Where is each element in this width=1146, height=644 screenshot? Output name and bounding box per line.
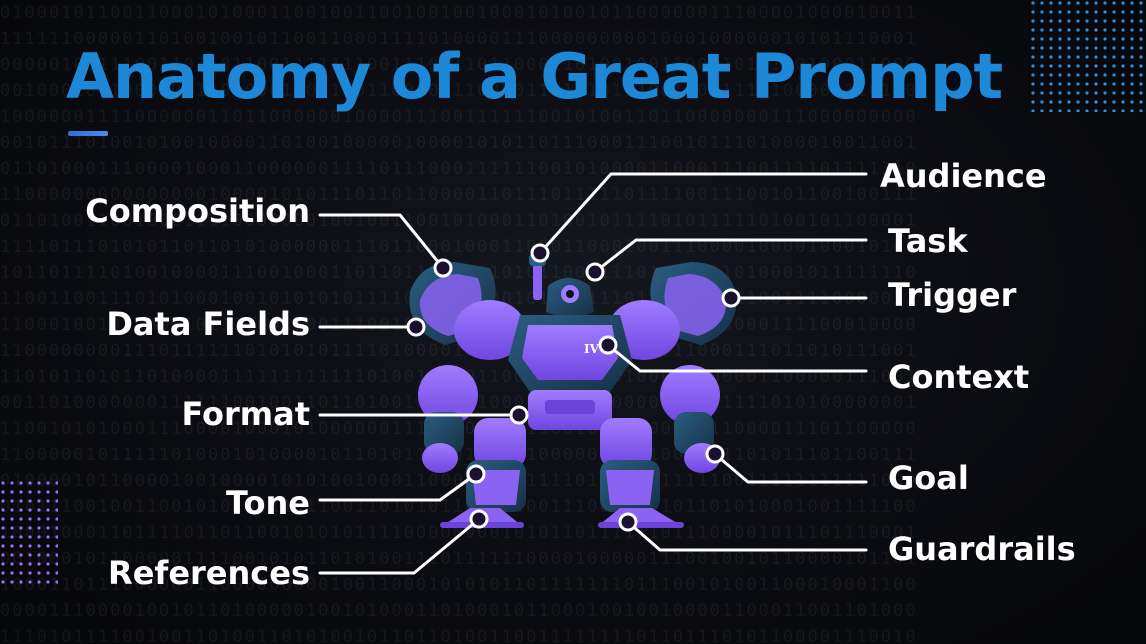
connector-composition: [318, 213, 445, 270]
title-underline: [68, 131, 108, 136]
node-composition: [433, 258, 453, 278]
slide-title: Anatomy of a Great Prompt: [66, 40, 1003, 113]
node-format: [509, 405, 529, 425]
node-trigger: [721, 288, 741, 308]
label-audience: Audience: [880, 157, 1047, 195]
right-upper-arm: [660, 365, 720, 425]
label-context: Context: [888, 358, 1030, 396]
label-tone: Tone: [225, 484, 310, 522]
node-audience: [530, 243, 550, 263]
connector-goal: [713, 452, 868, 484]
left-upper-arm: [418, 365, 478, 425]
antenna: [533, 262, 542, 300]
left-forearm: [424, 412, 464, 454]
connector-task: [593, 238, 868, 274]
connector-context: [606, 343, 868, 373]
label-guardrails: Guardrails: [888, 530, 1076, 568]
robot-illustration: IV: [409, 254, 737, 528]
node-tone: [466, 464, 486, 484]
chest-plate: [522, 325, 618, 380]
label-data-fields: Data Fields: [106, 305, 310, 343]
node-data-fields: [406, 317, 426, 337]
right-thigh: [600, 418, 652, 468]
connector-references: [318, 517, 481, 575]
label-task: Task: [888, 222, 968, 260]
label-composition: Composition: [85, 192, 310, 230]
left-shoulder-armor: [454, 300, 526, 360]
connector-tone: [318, 472, 478, 502]
connector-audience: [538, 172, 868, 255]
left-fist: [422, 443, 458, 473]
dot-grid-bottom-left: [0, 480, 58, 586]
dot-grid-top-right: [1030, 0, 1146, 112]
left-thigh: [474, 418, 526, 468]
node-task: [585, 262, 605, 282]
node-goal: [705, 444, 725, 464]
node-guardrails: [618, 512, 638, 532]
node-context: [598, 335, 618, 355]
label-goal: Goal: [888, 459, 969, 497]
label-references: References: [108, 554, 310, 592]
label-trigger: Trigger: [888, 276, 1017, 314]
connector-guardrails: [626, 520, 868, 552]
node-references: [469, 509, 489, 529]
chest-badge: IV: [584, 342, 600, 356]
label-format: Format: [181, 395, 310, 433]
